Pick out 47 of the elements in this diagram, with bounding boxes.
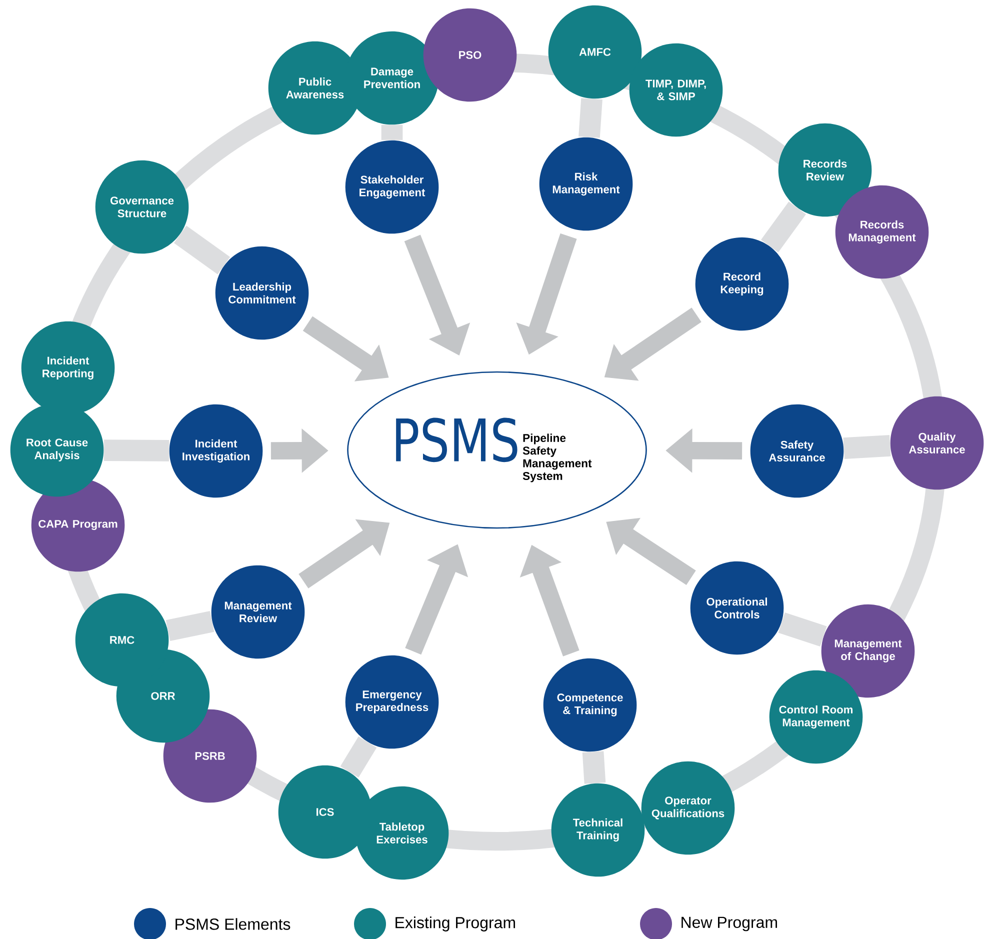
node-label: ICS [316, 808, 334, 816]
connector-band [174, 226, 230, 274]
circle-node: RMC [75, 593, 169, 687]
circle-node: Emergency Preparedness [345, 655, 439, 749]
circle-node: Quality Assurance [890, 396, 984, 490]
circle-node: Damage Prevention [345, 31, 439, 125]
circle-node: Record Keeping [695, 237, 789, 331]
node-label: ORR [151, 692, 176, 700]
circle-node: Risk Management [539, 137, 633, 231]
circle-node: AMFC [548, 5, 642, 99]
circle-node: Technical Training [551, 783, 645, 877]
circle-node: Incident Reporting [21, 321, 115, 415]
legend-label: PSMS Elements [176, 918, 290, 930]
connector-band [582, 751, 606, 784]
circle-node: Records Review [778, 123, 872, 217]
circle-node: ICS [278, 765, 372, 859]
circle-node: PSO [423, 8, 517, 102]
node-label: Root Cause Analysis [26, 438, 88, 462]
node-label: Tabletop Exercises [376, 822, 428, 844]
circle-node: Competence & Training [543, 658, 637, 752]
circle-node: Leadership Commitment [215, 246, 309, 340]
circle-node: Management Review [211, 565, 305, 659]
connector-band [104, 440, 170, 462]
circle-node: Stakeholder Engagement [345, 140, 439, 234]
connector-band [761, 202, 806, 252]
circle-node: Records Management [835, 185, 929, 279]
circle-node: Incident Investigation [169, 404, 263, 498]
circle-node: TIMP, DIMP, & SIMP [629, 43, 723, 137]
connector-band [778, 612, 827, 646]
connector-band [381, 124, 403, 140]
connector-band [340, 736, 377, 778]
circle-node: Root Cause Analysis [10, 403, 104, 497]
connector-band [578, 98, 602, 138]
connector-band [843, 435, 891, 459]
circle-node: Governance Structure [95, 160, 189, 254]
legend-label: Existing Program [396, 916, 515, 932]
circle-node: Control Room Management [769, 670, 863, 764]
legend-label: New Program [682, 916, 777, 932]
node-label: Damage Prevention [364, 68, 420, 88]
node-label: RMC [110, 636, 134, 644]
node-label: Public Awareness [286, 78, 344, 98]
circle-node: Operator Qualifications [641, 761, 735, 855]
circle-node: Management of Change [821, 604, 915, 698]
circle-node: Operational Controls [690, 561, 784, 655]
circle-node: Safety Assurance [750, 404, 844, 498]
connector-band [166, 611, 214, 641]
node-label: Incident Reporting [42, 356, 94, 380]
